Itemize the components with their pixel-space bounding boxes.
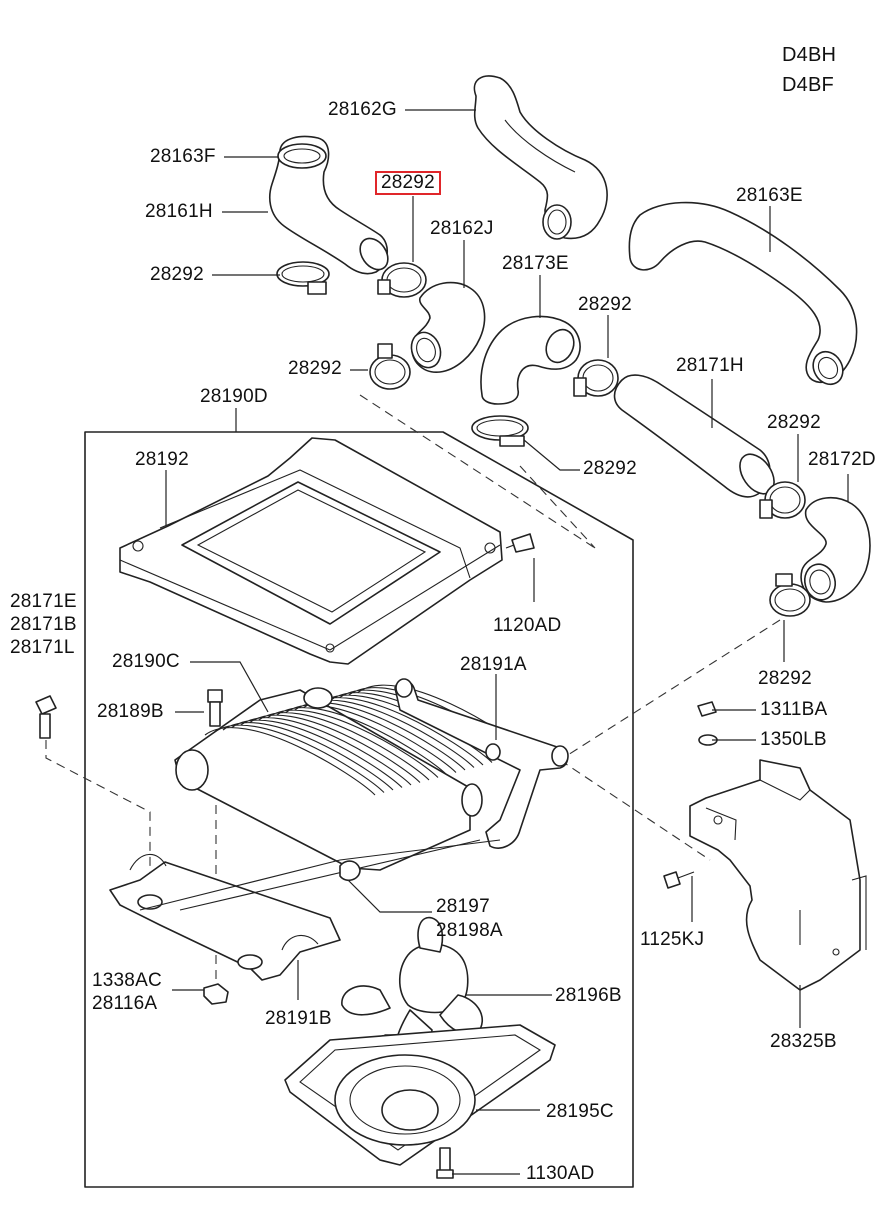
part-label-28197[interactable]: 28197 (436, 896, 490, 917)
engine-code-1: D4BH (782, 44, 837, 66)
hose-28161h (269, 135, 389, 275)
hose-28172d (800, 497, 871, 603)
duct-28325b (689, 759, 867, 991)
part-label-28190d[interactable]: 28190D (200, 386, 268, 407)
part-label-28292-highlighted[interactable]: 28292 (375, 171, 441, 195)
part-label-28191b[interactable]: 28191B (265, 1008, 332, 1029)
part-label-28163e[interactable]: 28163E (736, 185, 803, 206)
part-label-28163f[interactable]: 28163F (150, 146, 216, 167)
part-label-1338ac[interactable]: 1338AC (92, 970, 162, 991)
part-label-28171l[interactable]: 28171L (10, 637, 75, 658)
part-label-28162j[interactable]: 28162J (430, 218, 494, 239)
part-label-28171h[interactable]: 28171H (676, 355, 744, 376)
part-label-28292-d[interactable]: 28292 (583, 458, 637, 479)
part-label-28292-e[interactable]: 28292 (767, 412, 821, 433)
intercooler-28190c (174, 684, 529, 871)
part-label-28171b[interactable]: 28171B (10, 614, 77, 635)
part-label-1350lb[interactable]: 1350LB (760, 729, 827, 750)
part-label-28173e[interactable]: 28173E (502, 253, 569, 274)
part-label-28116a[interactable]: 28116A (92, 993, 158, 1014)
part-label-28292-c[interactable]: 28292 (288, 358, 342, 379)
part-label-28189b[interactable]: 28189B (97, 701, 164, 722)
part-label-28190c[interactable]: 28190C (112, 651, 180, 672)
part-label-1120ad[interactable]: 1120AD (493, 615, 562, 636)
part-label-28198a[interactable]: 28198A (436, 920, 503, 941)
hose-28163e (628, 201, 858, 386)
hose-28173e (480, 315, 581, 405)
part-label-28192[interactable]: 28192 (135, 449, 189, 470)
part-label-28325b[interactable]: 28325B (770, 1031, 837, 1052)
hose-28171h (613, 374, 775, 498)
hose-28162j (410, 281, 486, 373)
part-label-28195c[interactable]: 28195C (546, 1101, 614, 1122)
part-label-1311ba[interactable]: 1311BA (760, 699, 828, 720)
shroud-28195c (284, 1024, 556, 1166)
part-label-28171e[interactable]: 28171E (10, 591, 77, 612)
part-label-1125kj[interactable]: 1125KJ (640, 929, 705, 950)
part-label-28292-b[interactable]: 28292 (578, 294, 632, 315)
leader-lines (165, 109, 849, 1175)
hose-28162g (473, 75, 608, 240)
part-label-28292-a[interactable]: 28292 (150, 264, 204, 285)
bracket-28191a (394, 678, 569, 849)
part-label-28292-f[interactable]: 28292 (758, 668, 812, 689)
assembly-box-outline (84, 431, 634, 1188)
engine-code-2: D4BF (782, 74, 834, 96)
part-label-28196b[interactable]: 28196B (555, 985, 622, 1006)
part-label-1130ad[interactable]: 1130AD (526, 1163, 595, 1184)
part-label-28191a[interactable]: 28191A (460, 654, 527, 675)
cover-28192 (119, 437, 503, 665)
part-label-28162g[interactable]: 28162G (328, 99, 397, 120)
part-label-28161h[interactable]: 28161H (145, 201, 213, 222)
bracket-28191b (109, 839, 501, 981)
clamp-group (276, 261, 811, 617)
part-label-28172d[interactable]: 28172D (808, 449, 876, 470)
bolt-1120ad (505, 533, 535, 553)
